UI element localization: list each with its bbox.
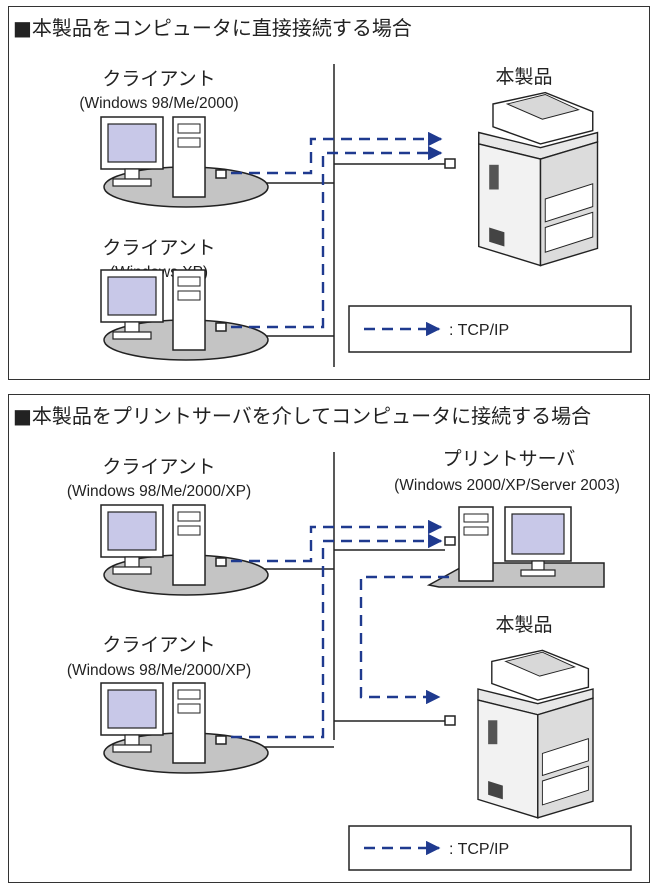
device-label: 本製品 — [495, 614, 552, 636]
tcpip-arrow-2 — [231, 145, 443, 329]
tcpip-arrow-1 — [231, 131, 443, 175]
direct-connection-diagram: ■本製品をコンピュータに直接接続する場合 クライアント (Windows 98/… — [13, 16, 632, 367]
desktop-computer-icon — [100, 269, 269, 361]
client1-label: クライアント — [102, 68, 215, 90]
print-server-icon — [428, 506, 605, 588]
print-server-panel: ■本製品をプリントサーバを介してコンピュータに接続する場合 クライアント (Wi… — [8, 394, 650, 883]
device-label: 本製品 — [495, 66, 552, 88]
desktop-computer-icon — [100, 682, 269, 774]
panel-title: ■本製品をプリントサーバを介してコンピュータに接続する場合 — [13, 404, 591, 428]
printer-icon — [477, 649, 594, 819]
legend-text: : TCP/IP — [449, 841, 509, 858]
tcpip-arrow-server-to-device — [359, 575, 449, 705]
printer-icon — [478, 91, 599, 267]
device-port — [444, 715, 456, 726]
legend-box — [348, 305, 632, 353]
server-os: (Windows 2000/XP/Server 2003) — [394, 477, 620, 494]
desktop-computer-icon — [100, 116, 269, 208]
client1-label: クライアント — [102, 456, 215, 478]
legend-text: : TCP/IP — [449, 322, 509, 339]
server-label: プリントサーバ — [443, 448, 576, 470]
client1-os: (Windows 98/Me/2000/XP) — [67, 483, 251, 500]
device-port — [444, 158, 456, 169]
print-server-diagram: ■本製品をプリントサーバを介してコンピュータに接続する場合 クライアント (Wi… — [13, 404, 632, 871]
direct-connection-panel: ■本製品をコンピュータに直接接続する場合 クライアント (Windows 98/… — [8, 6, 650, 380]
client1-os: (Windows 98/Me/2000) — [79, 95, 238, 112]
client2-label: クライアント — [102, 634, 215, 656]
tcpip-arrow-1 — [231, 519, 443, 563]
desktop-computer-icon — [100, 504, 269, 596]
panel-title: ■本製品をコンピュータに直接接続する場合 — [13, 16, 412, 40]
client2-os: (Windows 98/Me/2000/XP) — [67, 662, 251, 679]
tcpip-arrow-2 — [231, 533, 443, 739]
client2-label: クライアント — [102, 237, 215, 259]
legend-box — [348, 825, 632, 871]
